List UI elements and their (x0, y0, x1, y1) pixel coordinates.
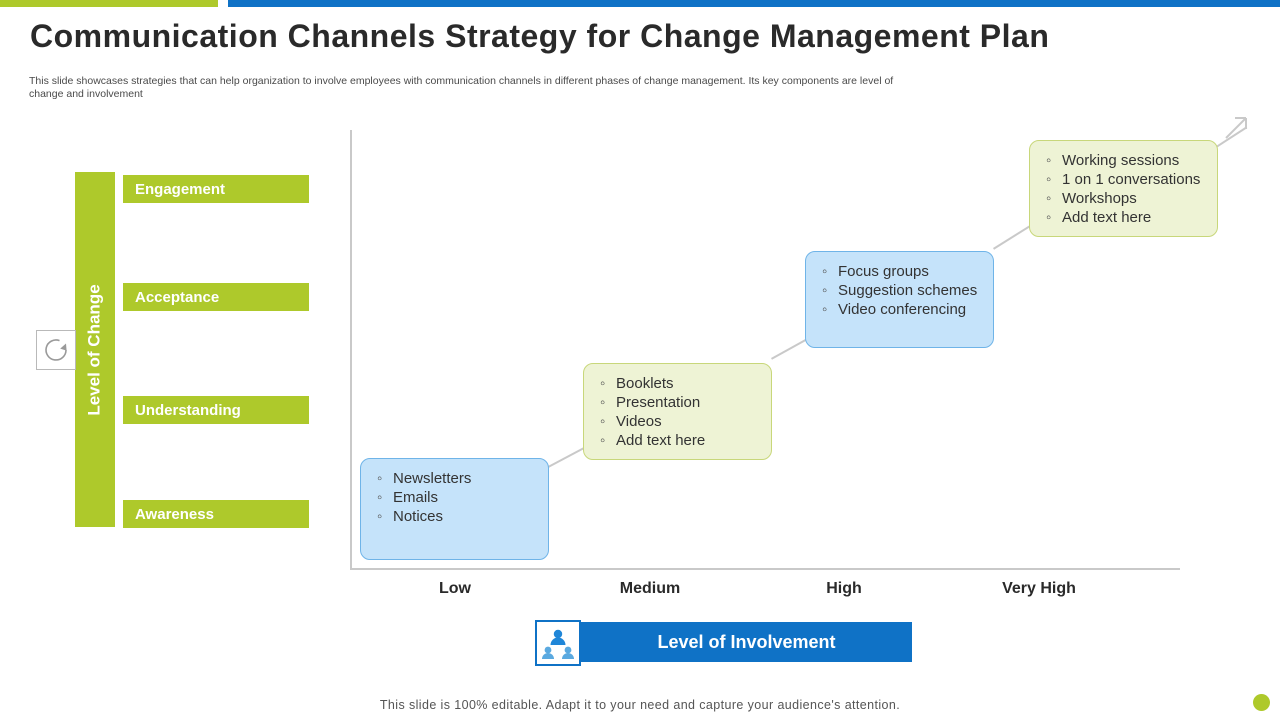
step-box-high-list: Focus groups Suggestion schemes Video co… (820, 262, 979, 319)
step-box-medium[interactable]: Booklets Presentation Videos Add text he… (583, 363, 772, 460)
refresh-icon[interactable] (36, 330, 76, 370)
list-item: Videos (600, 412, 757, 431)
step-box-very-high-list: Working sessions 1 on 1 conversations Wo… (1044, 151, 1203, 227)
top-accent-bar-blue (228, 0, 1280, 7)
page-title: Communication Channels Strategy for Chan… (30, 18, 1050, 54)
footer-note: This slide is 100% editable. Adapt it to… (379, 698, 901, 712)
stage-chip-understanding[interactable]: Understanding (123, 396, 309, 424)
x-tick-low: Low (439, 580, 471, 597)
list-item: Video conferencing (822, 300, 979, 319)
top-accent-bar-green (0, 0, 218, 7)
people-group-icon (535, 620, 581, 666)
step-box-medium-list: Booklets Presentation Videos Add text he… (598, 374, 757, 450)
legend-label: Level of Involvement (657, 631, 836, 652)
x-tick-high: High (826, 580, 862, 597)
chart-x-axis (350, 568, 1180, 570)
page-subtitle: This slide showcases strategies that can… (29, 75, 894, 100)
stage-chip-label: Awareness (135, 505, 214, 523)
list-item: Add text here (600, 431, 757, 450)
step-box-low-list: Newsletters Emails Notices (375, 469, 534, 526)
list-item: Booklets (600, 374, 757, 393)
level-of-change-bar (75, 172, 115, 527)
stage-chip-awareness[interactable]: Awareness (123, 500, 309, 528)
trend-arrow-icon (1224, 112, 1250, 145)
list-item: Focus groups (822, 262, 979, 281)
level-of-change-label: Level of Change (75, 172, 115, 527)
list-item: Newsletters (377, 469, 534, 488)
x-tick-medium: Medium (619, 580, 681, 597)
list-item: Emails (377, 488, 534, 507)
list-item: Working sessions (1046, 151, 1203, 170)
footer-dot-decoration (1253, 694, 1270, 711)
stage-chip-label: Acceptance (135, 288, 220, 306)
level-of-change-text: Level of Change (85, 283, 104, 416)
stage-chip-label: Understanding (135, 401, 241, 419)
list-item: Workshops (1046, 189, 1203, 208)
legend-level-of-involvement[interactable]: Level of Involvement (581, 622, 912, 662)
stage-chip-engagement[interactable]: Engagement (123, 175, 309, 203)
stage-chip-label: Engagement (135, 180, 226, 198)
list-item: Add text here (1046, 208, 1203, 227)
step-box-very-high[interactable]: Working sessions 1 on 1 conversations Wo… (1029, 140, 1218, 237)
list-item: Notices (377, 507, 534, 526)
stage-chip-acceptance[interactable]: Acceptance (123, 283, 309, 311)
list-item: 1 on 1 conversations (1046, 170, 1203, 189)
list-item: Suggestion schemes (822, 281, 979, 300)
list-item: Presentation (600, 393, 757, 412)
step-box-high[interactable]: Focus groups Suggestion schemes Video co… (805, 251, 994, 348)
chart-y-axis (350, 130, 352, 570)
step-box-low[interactable]: Newsletters Emails Notices (360, 458, 549, 560)
x-tick-very-high: Very High (1002, 580, 1076, 597)
